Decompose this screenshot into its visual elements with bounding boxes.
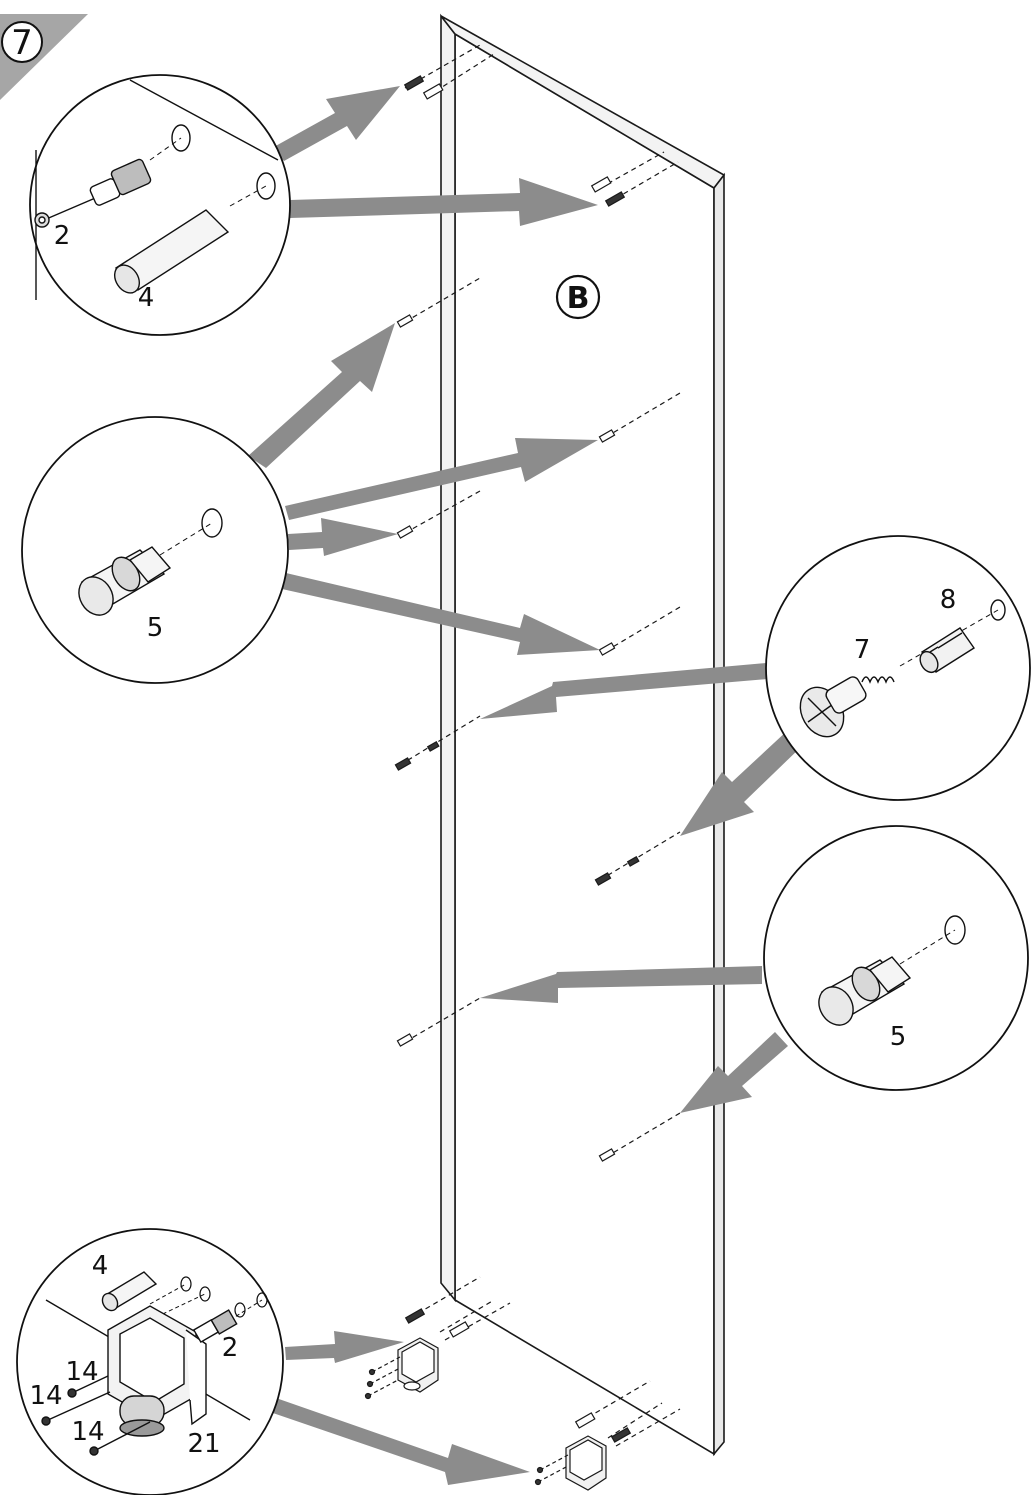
cam-bolt-mark [604,191,626,207]
part-label: 2 [222,1333,239,1363]
cam-bolt-mark [404,1308,426,1324]
hole-outline [944,915,966,945]
screws [41,1375,151,1456]
step-number: 7 [11,23,33,63]
bottom-fittings [364,1276,681,1491]
leg-bracket [565,1435,607,1491]
dowel-part [113,209,230,294]
shelf-pin-mark [396,525,414,539]
connector-anchor-mark [626,855,640,867]
arrow [285,1331,404,1363]
arrow [680,730,802,836]
callout-right-lower: 5 [763,825,1029,1091]
dowel-mark [574,1412,596,1429]
hole-outline [256,172,276,200]
shelf-pin-mark [598,1148,616,1162]
dowel-mark [590,176,612,193]
callout-circle [765,535,1031,801]
part-label: 5 [890,1022,907,1052]
arrow [680,1032,788,1113]
leg-bracket-part [107,1305,207,1437]
hole-outline [990,599,1006,621]
part-label: 14 [71,1417,104,1447]
connector-screw-mark [594,872,612,886]
cam-bolt-part [34,158,152,228]
connector-anchor-mark [426,740,440,752]
arrow [272,86,400,161]
cam-bolt-mark [403,75,425,91]
part-label: 4 [138,283,155,313]
arrow [248,323,395,468]
leg-bracket [397,1337,439,1393]
hole-outline [171,124,191,152]
arrow [285,438,598,520]
callout-circle [29,74,291,336]
panel-front-face [454,32,715,1456]
part-label: 21 [187,1429,220,1459]
hole-outline [201,508,223,538]
arrow [290,178,598,226]
panel-badge: B [555,274,601,320]
shelf-pin-part [818,956,912,1026]
part-label: 8 [940,585,957,615]
part-label: 2 [54,221,71,251]
cam-bolt-part [192,1309,238,1344]
panel-badge-circle [555,274,601,320]
side-panel [440,13,726,1457]
panel-fittings [394,44,681,1162]
arrow [480,966,762,1003]
callout-bottom-left: 4 2 14 14 14 21 [16,1228,284,1495]
arrow [480,663,768,719]
step-badge-circle [1,21,43,63]
part-label: 7 [854,635,871,665]
part-label: 14 [65,1357,98,1387]
dowel-part [101,1271,158,1312]
connector-screw-mark [394,757,412,771]
part-label: 14 [29,1381,62,1411]
part-label: 4 [92,1251,109,1281]
step-badge: 7 [0,14,88,100]
shelf-pin-mark [598,642,616,656]
callout-top-left: 2 4 [29,74,291,336]
cam-bolt-mark [610,1427,632,1443]
shelf-pin-mark [598,429,616,443]
shelf-pin-mark [396,314,414,328]
arrow [282,573,600,655]
callout-circle [763,825,1029,1091]
dowel-mark [422,83,444,100]
dowel-mark [448,1321,470,1338]
arrows [248,86,802,1485]
arrow [288,518,398,556]
shelf-pin-part [78,546,172,616]
shelf-pin-mark [396,1033,414,1047]
callout-mid-left: 5 [21,416,289,684]
anchor-insert-part [919,627,975,674]
panel-label: B [567,281,590,316]
connector-screw-part [799,676,895,738]
part-label: 5 [147,613,164,643]
callout-right-upper: 8 7 [765,535,1031,801]
arrow [270,1398,530,1485]
